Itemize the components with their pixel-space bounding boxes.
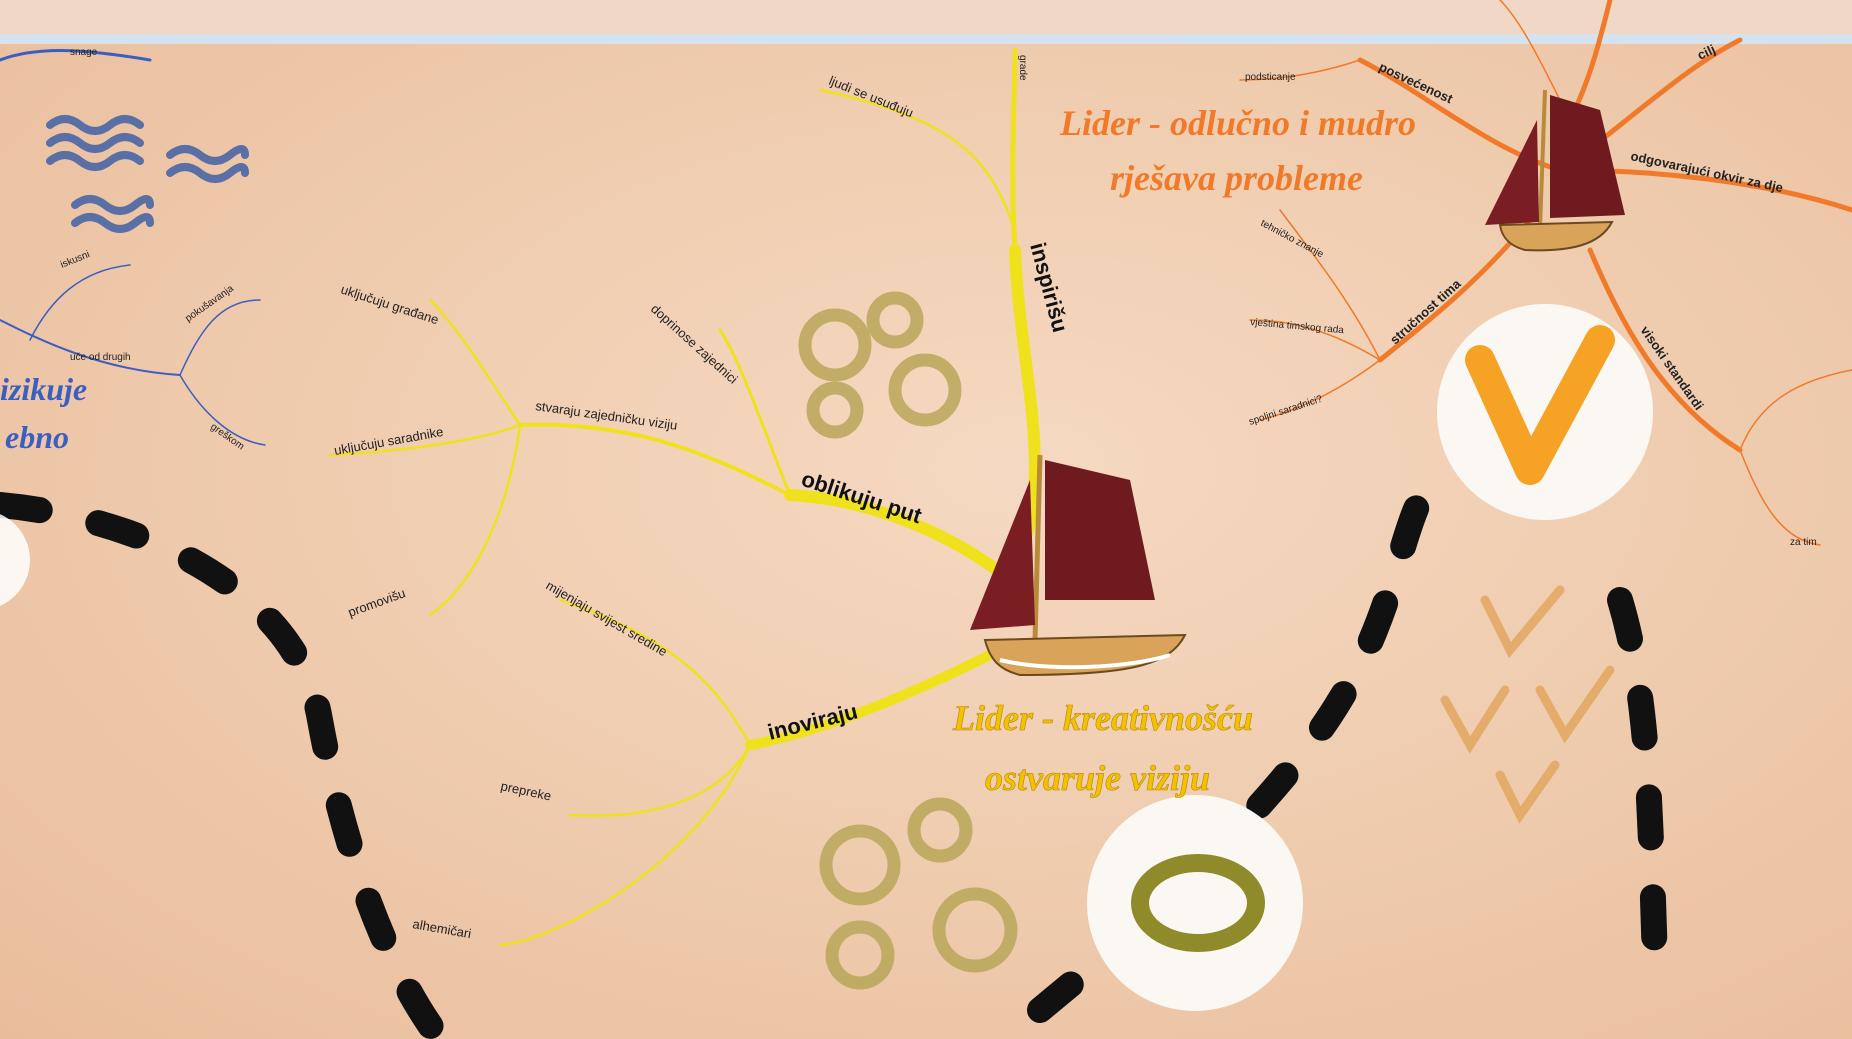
blue-label-iskusni: iskusni [59,249,91,271]
sub-prepreke: prepreke [499,778,552,803]
blue-label-pokusavanja: pokušavanja [183,283,236,324]
sub-ljudi-se-usuduju: ljudi se usuđuju [827,73,916,120]
orange-branch-visoki-standardi: visoki standardi [1638,323,1707,413]
orange-branch-cilj: cilj [1695,41,1718,62]
blue-map-title-line2: ebno [5,419,69,455]
orange-branch-okvir: odgovarajući okvir za dje [1629,148,1784,195]
orange-leaf-spoljni-saradnici: spoljni saradnici? [1248,394,1325,428]
leaf-ukljucuju-gradane: uključuju građane [339,282,441,328]
sub-doprinose-zajednici: doprinose zajednici [648,301,741,387]
sub-alhemicari: alhemičari [411,916,472,941]
leaf-promovisu: promovišu [346,585,407,620]
orange-leaf-vjestina-timskog-rada: vještina timskog rada [1250,317,1345,336]
blue-map-title-line1: izikuje [0,371,87,407]
leaf-ukljucuju-saradnike: uključuju saradnike [333,424,445,458]
orange-branch-strucnost-tima: stručnost tima [1387,276,1464,348]
sub-mijenjaju-svijest-sredine: mijenjaju svijest sredine [544,578,670,660]
yellow-map-title-line2: ostvaruje viziju [985,758,1210,798]
blue-label-uce-od-drugih: uče od drugih [70,352,131,363]
yellow-map-title-line1: Lider - kreativnošću [952,698,1253,738]
orange-map-title-line1: Lider - odlučno i mudro [1059,103,1416,143]
sub-grade: grade [1017,55,1028,81]
sub-stvaraju-zajednicku-viziju: stvaraju zajedničku viziju [535,398,679,433]
orange-leaf-podsticanje: podsticanje [1245,72,1296,83]
orange-leaf-za-tim: za tim [1790,537,1817,548]
orange-branch-posvecenost: posvećenost [1377,59,1456,106]
blue-label-greskom: greškom [208,421,246,452]
orange-map-title-line2: rješava probleme [1110,158,1363,198]
blue-label-snage: snage [70,47,98,58]
branch-inoviraju: inoviraju [765,698,860,744]
branch-inspirisu: inspirišu [1025,240,1073,335]
branch-oblikuju-put: oblikuju put [798,466,925,529]
orange-leaf-tehnicko-znanje: tehničko znanje [1259,218,1326,261]
